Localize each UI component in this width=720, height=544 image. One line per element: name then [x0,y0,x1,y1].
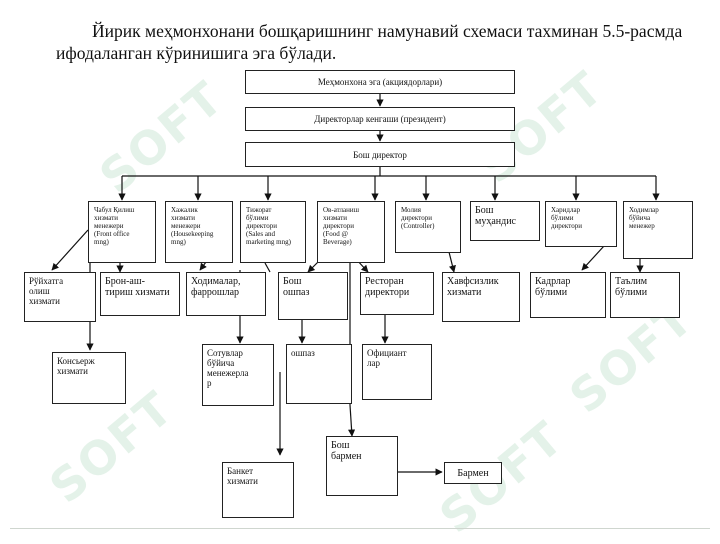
chief-engineer-box: Бош муҳандис [470,201,540,241]
connector-line [347,404,356,437]
board-box: Директорлар кенгаши (президент) [245,107,515,131]
front-office-box: Чабул Қилиш хизмати менежери (Front offi… [88,201,156,263]
restaurant-director-box: Ресторан директори [360,272,434,315]
general-director-box: Бош директор [245,142,515,167]
purchasing-box: Харидлар бўлими директори [545,201,617,247]
head-barman-box: Бош бармен [326,436,398,496]
sales-box: Тижорат бўлими директори (Sales and mark… [240,201,306,263]
intro-paragraph: Йирик меҳмонхонани бошқаришнинг намунави… [56,21,683,63]
training-box: Таълим бўлими [610,272,680,318]
footer-divider [10,528,710,529]
banquet-box: Банкет хизмати [222,462,294,518]
security-box: Хавфсизлик хизмати [442,272,520,322]
cook-box: ошпаз [286,344,352,404]
reception-box: Рўйхатга олиш хизмати [24,272,96,322]
sales-managers-box: Сотувлар бўйича менежерла р [202,344,274,406]
booking-box: Брон-аш- тириш хизмати [100,272,180,316]
concierge-box: Консьерж хизмати [52,352,126,404]
connector-line [581,245,605,271]
food-beverage-box: Ов-атланиш хизмати директори (Food @ Bev… [317,201,385,263]
finance-box: Молия директори (Controller) [395,201,461,253]
barman-box: Бармен [444,462,502,484]
connector-line [51,229,89,271]
staff-box: Ходималар, фаррошлар [186,272,266,316]
hr-manager-box: Ходимлар бўйича менежер [623,201,693,259]
connector-line [264,262,271,273]
personnel-box: Кадрлар бўлими [530,272,606,318]
owner-box: Меҳмонхона эга (акциядорлари) [245,70,515,94]
housekeeping-box: Хажалик хизмати менежери (Housekeeping m… [165,201,233,263]
connector-line [448,251,456,273]
chef-box: Бош ошпаз [278,272,348,320]
waiters-box: Официант лар [362,344,432,400]
